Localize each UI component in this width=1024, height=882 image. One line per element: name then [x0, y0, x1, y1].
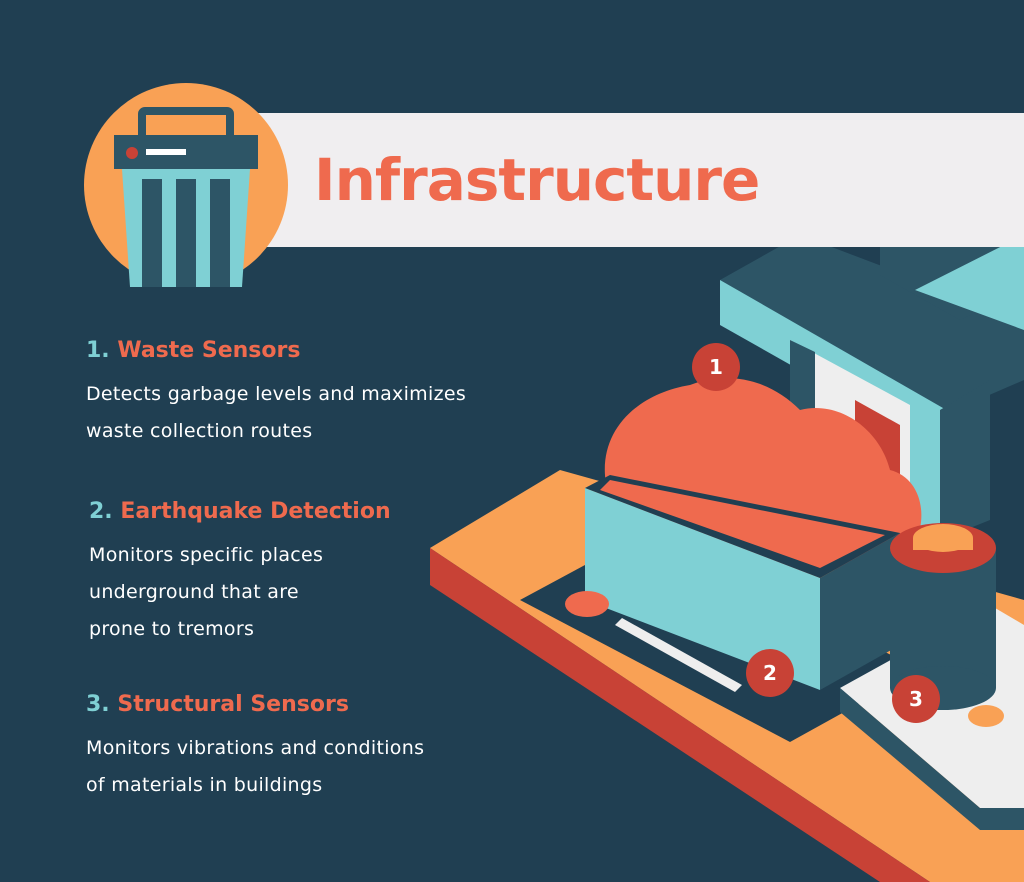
marker-3-label: 3 — [909, 687, 923, 711]
trash-bin-icon — [84, 83, 288, 287]
description-line: prone to tremors — [89, 618, 255, 640]
item-number: 3. — [86, 692, 110, 717]
marker-1-label: 1 — [709, 355, 723, 379]
item-heading: 2. Earthquake Detection — [89, 497, 391, 527]
cylinder-cap-side — [913, 538, 973, 550]
title-banner — [180, 113, 1024, 247]
item-title: Earthquake Detection — [120, 499, 391, 524]
description-line: Monitors vibrations and conditions — [86, 737, 425, 759]
frame-right-light — [915, 235, 1024, 330]
item-earthquake-detection: 2. Earthquake Detection Monitors specifi… — [89, 497, 391, 648]
frame-top — [720, 235, 1024, 412]
item-title: Structural Sensors — [117, 692, 349, 717]
marker-3: 3 — [892, 675, 940, 723]
item-description: Monitors vibrations and conditions of ma… — [86, 730, 424, 804]
floor-panel-edge — [840, 688, 1024, 830]
item-description: Detects garbage levels and maximizes was… — [86, 376, 466, 450]
item-title: Waste Sensors — [117, 338, 301, 363]
marker-2: 2 — [746, 649, 794, 697]
item-number: 1. — [86, 338, 110, 363]
bin-front — [585, 488, 820, 690]
slot-bar — [615, 618, 742, 692]
item-heading: 3. Structural Sensors — [86, 690, 424, 720]
item-number: 2. — [89, 499, 113, 524]
bin-side — [820, 533, 900, 690]
description-line: waste collection routes — [86, 420, 313, 442]
marker-1: 1 — [692, 343, 740, 391]
item-waste-sensors: 1. Waste Sensors Detects garbage levels … — [86, 336, 466, 450]
page-title: Infrastructure — [314, 146, 760, 214]
floor-dot — [968, 705, 1004, 727]
slot-dot — [565, 591, 609, 617]
item-heading: 1. Waste Sensors — [86, 336, 466, 366]
frame-pillar-front — [940, 380, 990, 540]
platform-edge — [430, 548, 930, 882]
description-line: underground that are — [89, 581, 299, 603]
description-line: of materials in buildings — [86, 774, 323, 796]
marker-2-label: 2 — [763, 661, 777, 685]
description-line: Detects garbage levels and maximizes — [86, 383, 467, 405]
description-line: Monitors specific places — [89, 544, 324, 566]
bin-rim-inner — [600, 480, 885, 568]
item-description: Monitors specific places underground tha… — [89, 537, 391, 648]
item-structural-sensors: 3. Structural Sensors Monitors vibration… — [86, 690, 424, 804]
